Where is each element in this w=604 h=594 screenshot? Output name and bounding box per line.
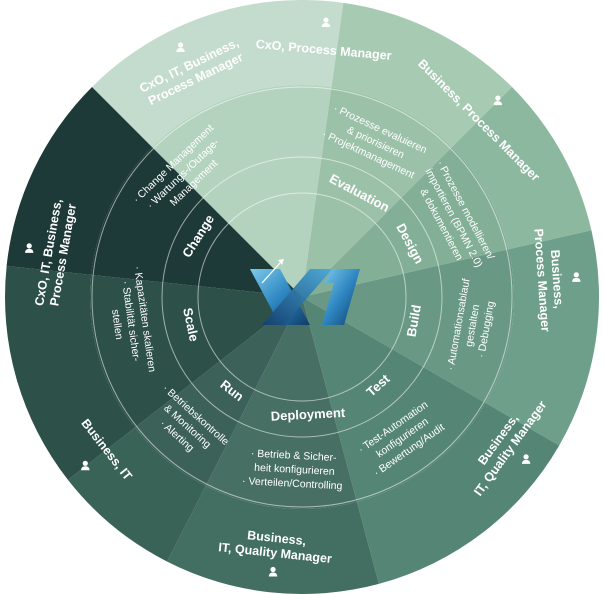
wheel-rings — [91, 86, 513, 508]
task-list-deployment-line: · Betrieb & Sicher- — [251, 448, 338, 464]
role-label-build-line: Business, — [548, 249, 566, 309]
outer-sector-run — [167, 485, 379, 594]
outer-sector-deployment — [356, 403, 560, 584]
outer-sector-test — [485, 230, 599, 446]
outer-sector-scale — [67, 427, 206, 562]
inner-sector-scale — [134, 297, 302, 486]
inner-sector-build — [302, 147, 509, 297]
phase-label-build: Build — [404, 303, 424, 338]
role-label-deployment-line: Business, — [247, 528, 307, 548]
x1-logo-arrowhead — [278, 259, 284, 265]
outer-sector-build — [451, 86, 592, 250]
person-icon — [268, 566, 278, 577]
phase-label-scale: Scale — [180, 306, 202, 342]
task-list-deployment-line: · Verteilen/Controlling — [242, 475, 343, 492]
task-list-deployment-line: heit konfigurieren — [251, 462, 335, 478]
person-icon — [493, 95, 503, 106]
task-list-deployment: · Betrieb & Sicher- heit konfigurieren· … — [242, 447, 345, 492]
inner-sector-change — [90, 274, 302, 428]
person-icon — [521, 454, 531, 464]
person-icon — [81, 460, 90, 471]
person-icon — [321, 17, 331, 28]
ring-middle-line — [161, 156, 443, 438]
inner-sector-evaluation — [152, 85, 332, 297]
inner-sector-run — [205, 297, 357, 509]
x1-logo-one — [322, 269, 360, 325]
inner-sector-change — [91, 147, 302, 297]
inner-sector-design — [302, 87, 452, 297]
ring-outer-line — [91, 86, 513, 508]
outer-sector-change — [6, 86, 153, 275]
x1-logo — [250, 259, 360, 325]
phase-label-deployment: Deployment — [270, 405, 346, 424]
x1-logo-arrow — [261, 262, 281, 284]
outer-sector-change — [5, 265, 135, 480]
wheel-sectors — [5, 0, 599, 594]
inner-sector-test — [302, 249, 514, 403]
outer-sector-evaluation — [91, 0, 344, 148]
inner-sector-deployment — [302, 297, 486, 502]
task-list-scale-line: stellen — [109, 306, 126, 341]
outer-sector-design — [331, 2, 513, 148]
person-icon — [176, 42, 185, 53]
person-icon — [572, 272, 581, 282]
x1-logo-x-right — [262, 269, 332, 325]
ring-inner-line — [197, 192, 407, 402]
person-icon — [25, 243, 34, 253]
